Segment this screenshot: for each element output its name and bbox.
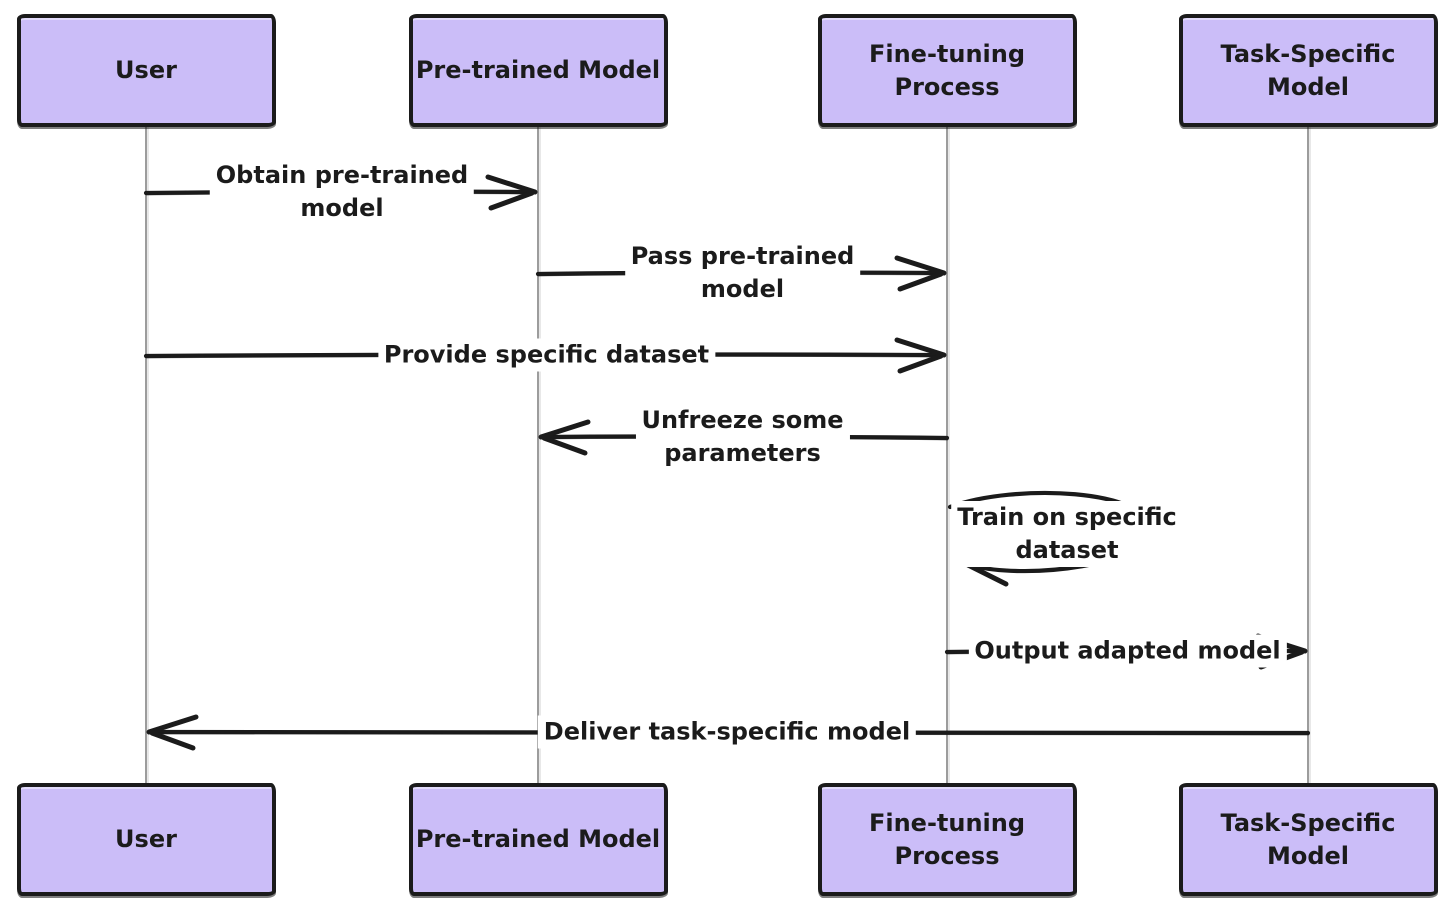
message-6-label: Output adapted model (968, 634, 1287, 668)
actor-user-top: User (16, 14, 276, 127)
actor-pretrained-model-top: Pre-trained Model (408, 14, 668, 127)
message-2-label-line-1: Pass pre-trained (630, 242, 855, 270)
actor-task-specific-model-top-label-line-1: Task-Specific (1220, 39, 1396, 68)
message-3-arrowhead (894, 337, 947, 374)
message-3-label: Provide specific dataset (377, 338, 716, 372)
message-1-label: Obtain pre-trained model (209, 159, 475, 225)
message-4-label: Unfreeze some parameters (635, 404, 850, 470)
actor-user-bottom: User (16, 783, 276, 896)
message-5-label: Train on specific dataset (951, 501, 1183, 567)
message-2-arrowhead (894, 255, 947, 292)
actor-pretrained-model-bottom: Pre-trained Model (408, 783, 668, 896)
message-5-label-line-1: Train on specific (957, 503, 1177, 531)
message-2-label-line-2: model (700, 275, 785, 303)
actor-user-bottom-label-line-1: User (115, 825, 177, 853)
message-4-arrowhead (538, 419, 591, 456)
actor-pretrained-model-top-label-line-1: Pre-trained Model (415, 56, 661, 84)
message-1-arrowhead (485, 174, 538, 211)
message-3-label-line-1: Provide specific dataset (383, 340, 710, 369)
message-4-label-line-1: Unfreeze some (641, 406, 844, 434)
message-7-label: Deliver task-specific model (537, 715, 917, 749)
message-1-label-line-1: Obtain pre-trained (215, 161, 469, 189)
actor-finetuning-process-bottom-label-line-2: Process (894, 841, 1000, 870)
actor-finetuning-process-top-label-line-2: Process (894, 72, 1000, 101)
actor-task-specific-model-bottom-label-line-2: Model (1266, 841, 1350, 870)
message-7-arrowhead (146, 714, 199, 751)
message-1-label-line-2: model (300, 194, 384, 222)
actor-finetuning-process-top-label-line-1: Fine-tuning (868, 39, 1026, 68)
actor-pretrained-model-bottom-label-line-1: Pre-trained Model (415, 825, 661, 853)
message-5-label-line-2: dataset (1015, 536, 1119, 564)
actor-user-top-label-line-1: User (115, 56, 177, 84)
actor-task-specific-model-bottom-label-line-1: Task-Specific (1220, 808, 1396, 837)
actor-finetuning-process-bottom-label-line-1: Fine-tuning (868, 808, 1026, 837)
message-4-label-line-2: parameters (664, 439, 821, 467)
message-2-label: Pass pre-trained model (624, 240, 861, 306)
actor-task-specific-model-top-label-line-2: Model (1266, 72, 1350, 101)
message-7-label-line-1: Deliver task-specific model (543, 717, 911, 746)
message-6-label-line-1: Output adapted model (974, 636, 1281, 665)
